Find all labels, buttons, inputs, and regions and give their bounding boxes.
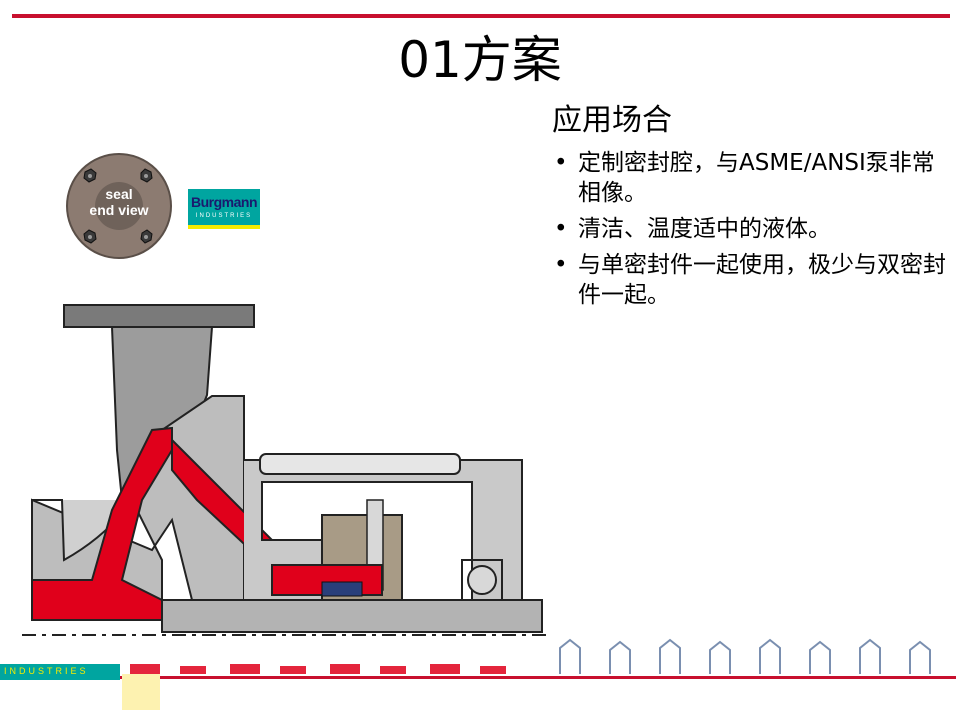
slide-title: 01方案 [398,31,562,89]
footer-rule [120,676,956,679]
brand-bar [188,225,260,229]
flush-passage [259,453,461,475]
bullet-list: 定制密封腔，与ASME/ANSI泵非常相像。 清洁、温度适中的液体。 与单密封件… [552,148,952,310]
top-rule [12,14,950,18]
seal-face [321,581,363,597]
seal-badge-line1: seal [105,186,133,202]
footer-decoration [130,638,931,674]
discharge-flange [63,304,255,328]
bearing-ball [467,565,497,595]
seal-end-view-icon [66,153,172,259]
brand-name: Burgmann [191,194,258,210]
brand-logo: Burgmann INDUSTRIES [188,189,260,229]
pump-seal-cross-section [22,304,552,636]
brand-sub: INDUSTRIES [195,213,253,219]
footer-strip: INDUSTRIES [0,664,120,680]
impeller [31,426,173,621]
seal-badge-text: seal end view [65,186,173,218]
seal-badge-line2: end view [89,202,149,218]
content-panel: 应用场合 定制密封腔，与ASME/ANSI泵非常相像。 清洁、温度适中的液体。 … [552,102,952,316]
footer-strip-text: INDUSTRIES [4,666,89,676]
shaft [161,599,543,633]
bullet-item: 与单密封件一起使用，极少与双密封件一起。 [552,250,952,310]
footer-yellow-block [122,674,160,710]
bullet-item: 定制密封腔，与ASME/ANSI泵非常相像。 [552,148,952,208]
bullet-item: 清洁、温度适中的液体。 [552,214,952,244]
content-heading: 应用场合 [552,103,672,138]
